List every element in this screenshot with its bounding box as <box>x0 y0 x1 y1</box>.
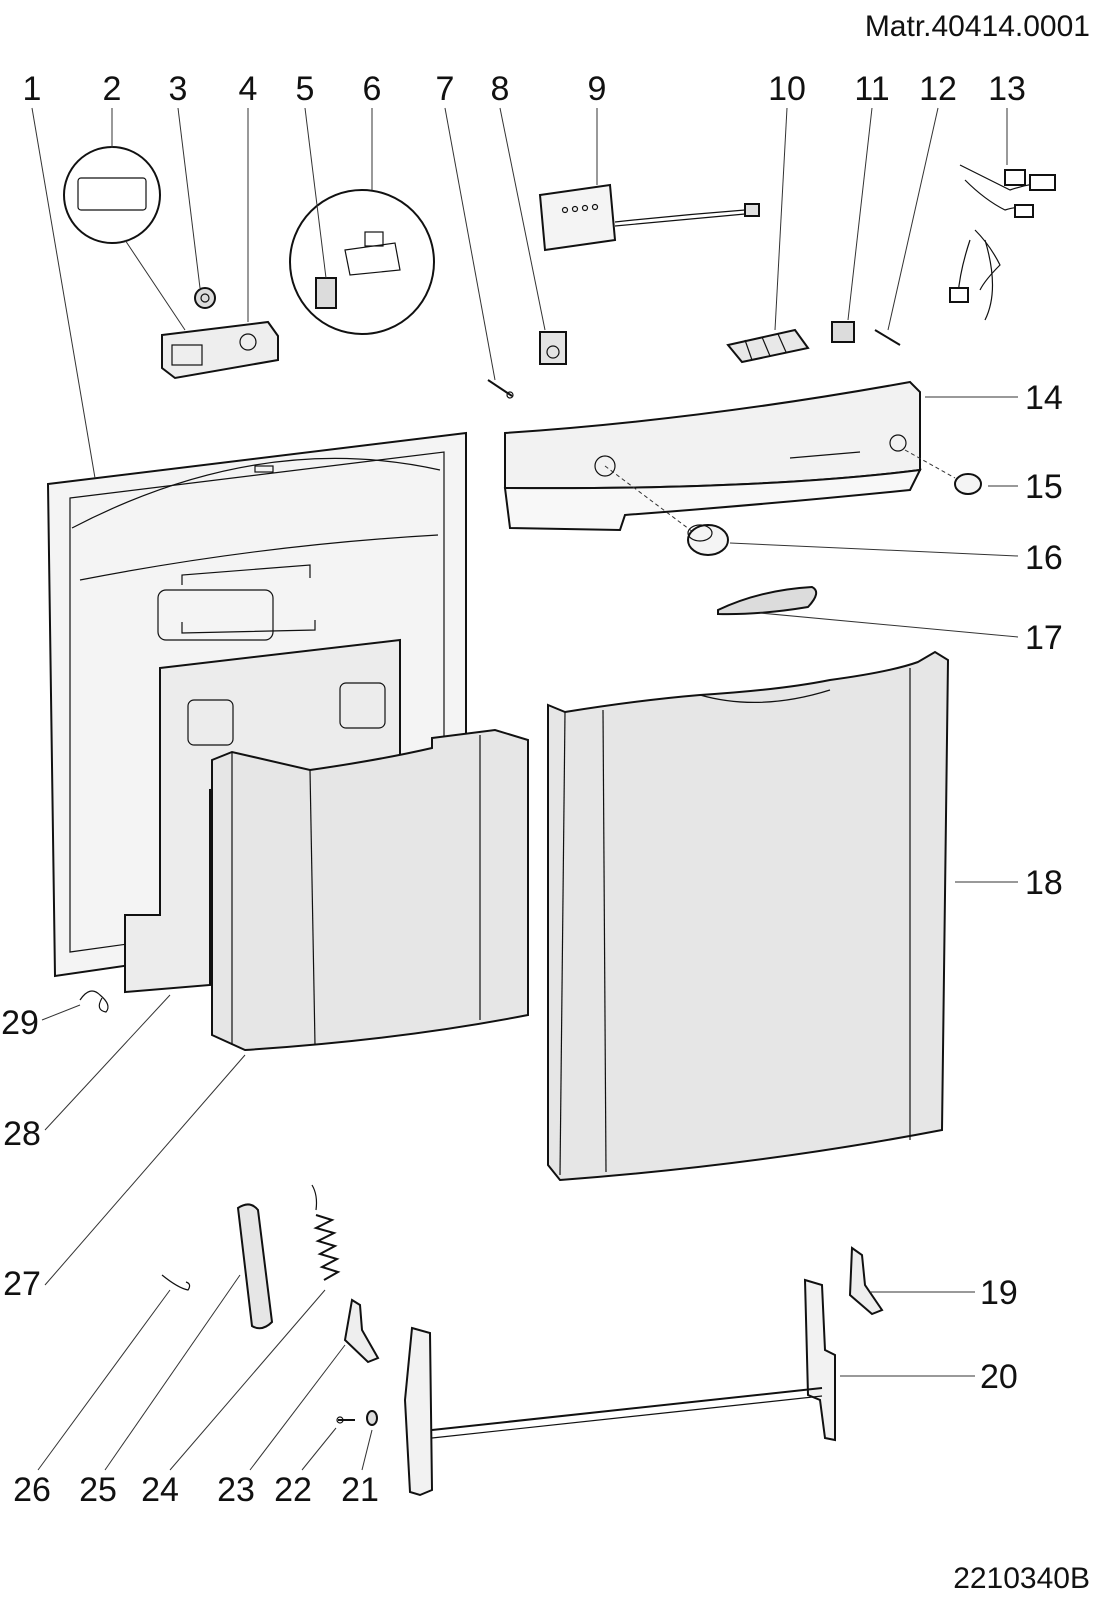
callout-4: 4 <box>239 70 258 108</box>
part-17-handle <box>717 585 818 616</box>
part-23-hinge-left <box>343 1298 380 1364</box>
part-11-switch <box>831 321 855 343</box>
callout-9: 9 <box>588 70 607 108</box>
part-7-screw <box>487 379 514 399</box>
part-5-micro-switch <box>315 277 337 309</box>
callout-19: 19 <box>980 1274 1018 1312</box>
part-9-electronic-board <box>538 183 760 252</box>
part-8-selector <box>539 331 567 365</box>
part-12-pin <box>874 329 901 346</box>
callout-numbers: 1 2 3 4 5 6 7 8 9 10 11 12 13 14 15 16 1… <box>1 70 1063 1509</box>
callout-5: 5 <box>296 70 315 108</box>
part-10-push-buttons <box>726 328 810 364</box>
leader-lines <box>31 107 1019 1471</box>
part-20-hinge-bracket <box>403 1278 836 1497</box>
callout-14: 14 <box>1025 379 1063 417</box>
callout-11: 11 <box>854 70 889 108</box>
callout-2: 2 <box>103 70 122 108</box>
part-24-spring <box>311 1184 341 1281</box>
part-29-spring-clip <box>79 990 109 1013</box>
part-14-control-panel <box>503 380 922 532</box>
callout-28: 28 <box>3 1115 41 1153</box>
callout-17: 17 <box>1025 619 1063 657</box>
part-18-outer-door <box>547 650 950 1182</box>
part-27-inner-cover <box>211 728 529 1052</box>
callout-10: 10 <box>768 70 806 108</box>
part-21-washer <box>366 1410 378 1426</box>
part-13-wiring-harness <box>949 164 1056 321</box>
callout-24: 24 <box>141 1471 179 1509</box>
part-25-cover-strip <box>236 1203 274 1330</box>
part-3-grommet <box>194 287 216 309</box>
callout-16: 16 <box>1025 539 1063 577</box>
callout-7: 7 <box>436 70 455 108</box>
callout-13: 13 <box>988 70 1026 108</box>
callout-8: 8 <box>491 70 510 108</box>
part-28-insulation <box>124 638 401 994</box>
part-22-screw <box>336 1416 355 1424</box>
callout-6: 6 <box>363 70 382 108</box>
callout-12: 12 <box>919 70 957 108</box>
callout-20: 20 <box>980 1358 1018 1396</box>
callout-18: 18 <box>1025 864 1063 902</box>
part-16-knob <box>604 465 729 556</box>
callout-26: 26 <box>13 1471 51 1509</box>
material-code: Matr.40414.0001 <box>865 10 1090 43</box>
callout-3: 3 <box>169 70 188 108</box>
callout-15: 15 <box>1025 468 1063 506</box>
part-19-hinge-right <box>848 1246 884 1316</box>
callout-29: 29 <box>1 1004 39 1042</box>
callout-1: 1 <box>23 70 42 108</box>
drawing-code: 2210340B <box>953 1562 1090 1595</box>
part-4-door-lock <box>161 320 279 380</box>
part-6-latch-detail <box>289 189 435 335</box>
callout-25: 25 <box>79 1471 117 1509</box>
callout-22: 22 <box>274 1471 312 1509</box>
callout-23: 23 <box>217 1471 255 1509</box>
part-2-module-detail <box>63 146 186 331</box>
part-15-button <box>954 473 982 495</box>
callout-27: 27 <box>3 1265 41 1303</box>
part-26-clip <box>161 1274 191 1291</box>
callout-21: 21 <box>341 1471 379 1509</box>
